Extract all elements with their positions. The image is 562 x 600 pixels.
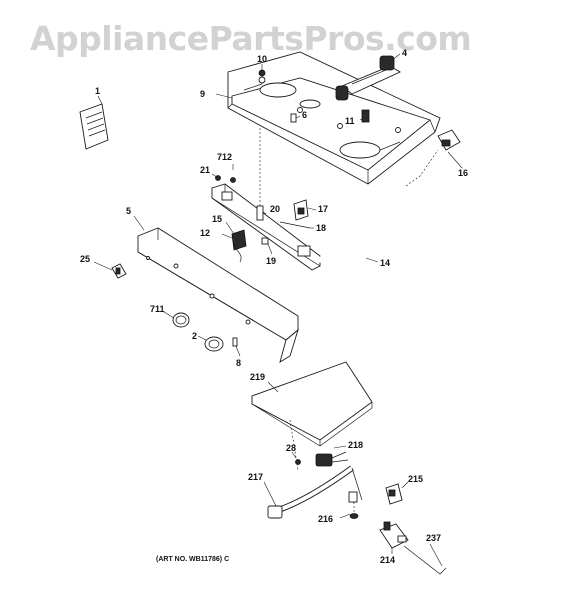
callout-237: 237 xyxy=(426,533,441,543)
part-2-knob[interactable] xyxy=(204,336,224,352)
part-5-control-panel[interactable] xyxy=(137,227,299,363)
part-711-knob[interactable] xyxy=(172,312,190,328)
part-15-valve[interactable] xyxy=(231,229,247,251)
callout-5: 5 xyxy=(126,206,131,216)
part-214-valve[interactable] xyxy=(379,521,409,549)
part-237-probe[interactable] xyxy=(403,545,447,575)
part-218-ignitor[interactable] xyxy=(315,451,349,467)
callout-28: 28 xyxy=(286,443,296,453)
part-12-wire[interactable] xyxy=(233,243,242,263)
part-10-spring[interactable] xyxy=(258,69,266,77)
callout-19: 19 xyxy=(266,256,276,266)
gas-manifold[interactable] xyxy=(211,183,321,271)
watermark-text: AppliancePartsPros.com xyxy=(30,19,471,58)
part-712-screw[interactable] xyxy=(230,177,236,183)
part-8-clip[interactable] xyxy=(232,337,238,347)
callout-15: 15 xyxy=(212,214,222,224)
part-219-heat-shield[interactable] xyxy=(251,361,373,471)
callout-10: 10 xyxy=(257,54,267,64)
callout-20: 20 xyxy=(270,204,280,214)
callout-1: 1 xyxy=(95,86,100,96)
part-25-knob[interactable] xyxy=(111,263,127,279)
callout-8: 8 xyxy=(236,358,241,368)
part-28-screw[interactable] xyxy=(295,459,301,465)
callout-17: 17 xyxy=(318,204,328,214)
callout-4: 4 xyxy=(402,48,407,58)
part-216-orifice[interactable] xyxy=(348,491,359,519)
callout-18: 18 xyxy=(316,223,326,233)
callout-14: 14 xyxy=(380,258,390,268)
callout-214: 214 xyxy=(380,555,395,565)
callout-11: 11 xyxy=(345,116,355,126)
part-17-valve-bracket[interactable] xyxy=(293,199,309,221)
art-number: (ART NO. WB11786) C xyxy=(156,556,229,563)
callout-218: 218 xyxy=(348,440,363,450)
callout-217: 217 xyxy=(248,472,263,482)
callout-labels: 1 4 9 10 6 11 16 712 21 20 17 5 15 18 12… xyxy=(80,48,468,565)
part-19-clip[interactable] xyxy=(261,237,269,245)
part-9-burner-box[interactable] xyxy=(227,51,441,185)
part-6-clip[interactable] xyxy=(290,113,297,123)
callout-711: 711 xyxy=(150,304,165,314)
part-18-bracket[interactable] xyxy=(279,221,311,229)
part-4-burner-orifice-holder[interactable] xyxy=(335,55,401,101)
part-20-orifice[interactable] xyxy=(256,128,264,221)
callout-6: 6 xyxy=(302,110,307,120)
callout-215: 215 xyxy=(408,474,423,484)
part-217-broiler-burner[interactable] xyxy=(267,465,363,519)
part-14-gas-tube[interactable] xyxy=(315,149,439,267)
callout-712: 712 xyxy=(217,152,232,162)
part-16-ignitor-switch[interactable] xyxy=(437,129,461,151)
part-1-manual[interactable] xyxy=(79,103,109,150)
callout-16: 16 xyxy=(458,168,468,178)
part-11-bracket[interactable] xyxy=(361,109,370,123)
callout-21: 21 xyxy=(200,165,210,175)
callout-12: 12 xyxy=(200,228,210,238)
callout-9: 9 xyxy=(200,89,205,99)
callout-25: 25 xyxy=(80,254,90,264)
callout-216: 216 xyxy=(318,514,333,524)
callout-219: 219 xyxy=(250,372,265,382)
callout-2: 2 xyxy=(192,331,197,341)
leader-lines xyxy=(93,53,463,567)
part-215-bracket[interactable] xyxy=(385,483,403,505)
